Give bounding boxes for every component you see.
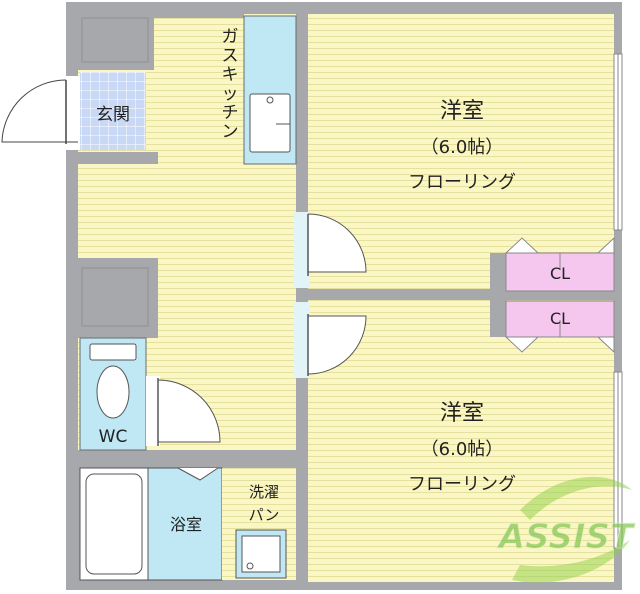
- room2-size: （6.0帖）: [421, 439, 504, 460]
- entrance-door-swing: [1, 79, 67, 143]
- toilet-bowl-icon: [96, 365, 130, 419]
- room2-door-gap: [294, 302, 310, 378]
- kitchen-sink: [249, 93, 291, 153]
- sink-drain-icon: [266, 96, 274, 104]
- assist-logo-watermark: ASSIST: [495, 476, 637, 583]
- wall-center: [296, 14, 308, 582]
- room1-door-swing: [307, 213, 367, 273]
- closet2-label: CL: [550, 309, 570, 328]
- genkan-tiles: [80, 72, 146, 150]
- kitchen-label: ガスキッチン: [222, 27, 239, 142]
- entrance-door-gap: [66, 76, 80, 150]
- wall-kitchen-left: [154, 14, 244, 18]
- storage-box-mid: [81, 267, 149, 327]
- room2-name: 洋室: [440, 401, 484, 426]
- room1-size: （6.0帖）: [421, 137, 504, 158]
- bath-label: 浴室: [170, 515, 202, 534]
- bath-floor: [147, 467, 223, 581]
- closet1-label: CL: [550, 264, 570, 283]
- wc-label: WC: [99, 427, 128, 447]
- storage-box-top: [81, 17, 149, 63]
- floor-room2: [308, 300, 614, 582]
- room1-name: 洋室: [440, 99, 484, 124]
- wall-entry-bottom: [78, 152, 158, 164]
- wall-rooms-divider: [308, 289, 498, 300]
- bathtub: [85, 473, 143, 575]
- laundry-label-2: パン: [249, 506, 280, 524]
- laundry-label-1: 洗濯: [249, 483, 279, 501]
- room1-door-gap: [294, 212, 310, 288]
- wall-closet-block: [490, 253, 506, 337]
- wc-door-swing: [157, 379, 221, 443]
- room1-floor: フローリング: [408, 172, 516, 193]
- wc-door-gap: [146, 376, 160, 446]
- toilet-tank: [89, 343, 137, 361]
- room2-floor: フローリング: [408, 474, 516, 495]
- assist-watermark-text: ASSIST: [496, 517, 636, 557]
- genkan-label: 玄関: [96, 105, 130, 125]
- wall-lower-block: [78, 450, 296, 468]
- room2-door-swing: [307, 315, 367, 375]
